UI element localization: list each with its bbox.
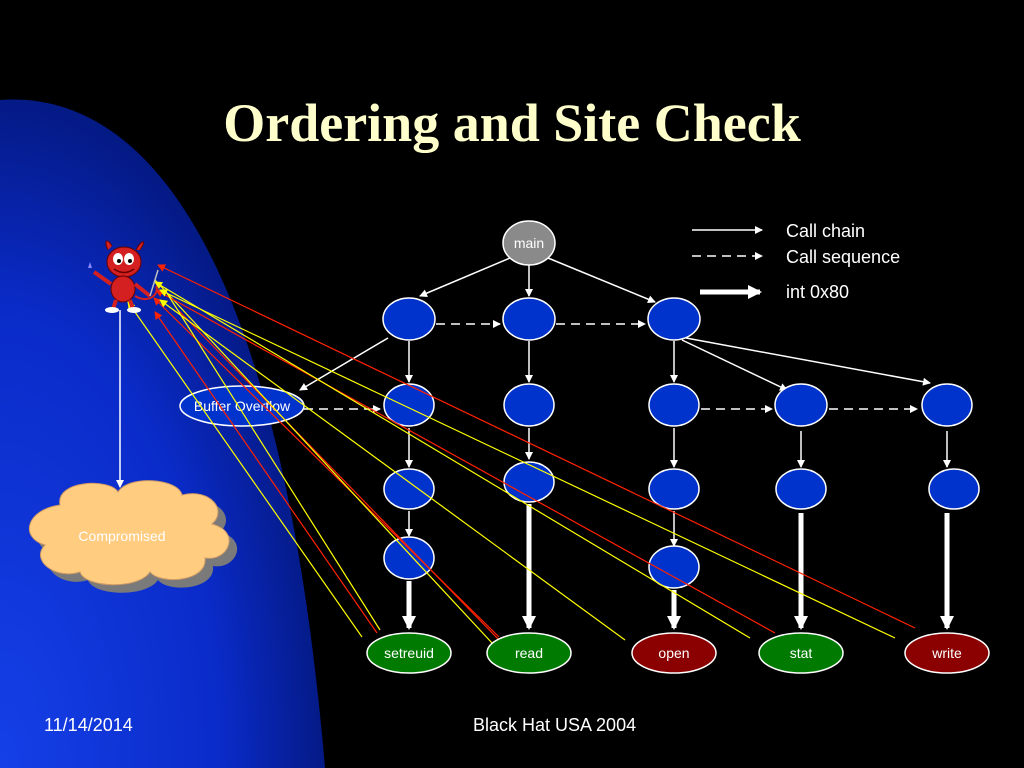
call-chain-edges (299, 257, 951, 547)
red-site-line (177, 309, 502, 643)
function-node (775, 468, 827, 510)
int-0x80-edges (402, 504, 954, 630)
syscall-label: open (658, 645, 689, 661)
syscall-nodes: setreuid read open stat write (366, 632, 990, 674)
syscall-label: write (931, 645, 962, 661)
legend-call-chain-label: Call chain (786, 221, 865, 241)
yellow-site-line (127, 301, 363, 638)
footer-center: Black Hat USA 2004 (473, 715, 637, 735)
function-node (648, 545, 700, 589)
legend-call-sequence-label: Call sequence (786, 247, 900, 267)
yellow-site-line (154, 281, 751, 639)
red-site-line (155, 289, 776, 634)
slide-title: Ordering and Site Check (223, 93, 801, 153)
yellow-site-line (159, 299, 626, 641)
main-node-label: main (514, 235, 544, 251)
function-node (502, 297, 556, 341)
function-node (503, 383, 555, 427)
red-site-line (154, 311, 378, 634)
syscall-label: setreuid (384, 645, 434, 661)
legend: Call chain Call sequence int 0x80 (692, 221, 900, 302)
daemon-mascot-icon (88, 240, 159, 313)
site-check-lines (127, 264, 916, 644)
compromised-label: Compromised (78, 528, 165, 544)
background-gradient-region (0, 99, 325, 768)
function-nodes (382, 297, 980, 589)
syscall-node-stat: stat (758, 632, 844, 674)
compromised-cloud: Compromised (28, 480, 238, 593)
syscall-node-setreuid: setreuid (366, 632, 452, 674)
function-node (647, 297, 701, 341)
syscall-node-read: read (486, 632, 572, 674)
red-site-line (157, 264, 916, 629)
yellow-site-line (164, 289, 381, 631)
yellow-site-line (154, 279, 493, 644)
yellow-site-line (159, 289, 896, 639)
function-node (774, 383, 828, 427)
function-node (383, 383, 435, 427)
function-node (928, 468, 980, 510)
function-node (503, 461, 555, 503)
syscall-node-open: open (631, 632, 717, 674)
function-node (382, 297, 436, 341)
function-node (921, 383, 973, 427)
footer-date: 11/14/2014 (44, 715, 133, 735)
syscall-label: read (515, 645, 543, 661)
function-node (383, 536, 435, 580)
syscall-node-write: write (904, 632, 990, 674)
legend-int-0x80-label: int 0x80 (786, 282, 849, 302)
main-node: main (502, 220, 556, 266)
function-node (648, 383, 700, 427)
function-node (383, 468, 435, 510)
function-node (648, 468, 700, 510)
syscall-label: stat (790, 645, 813, 661)
